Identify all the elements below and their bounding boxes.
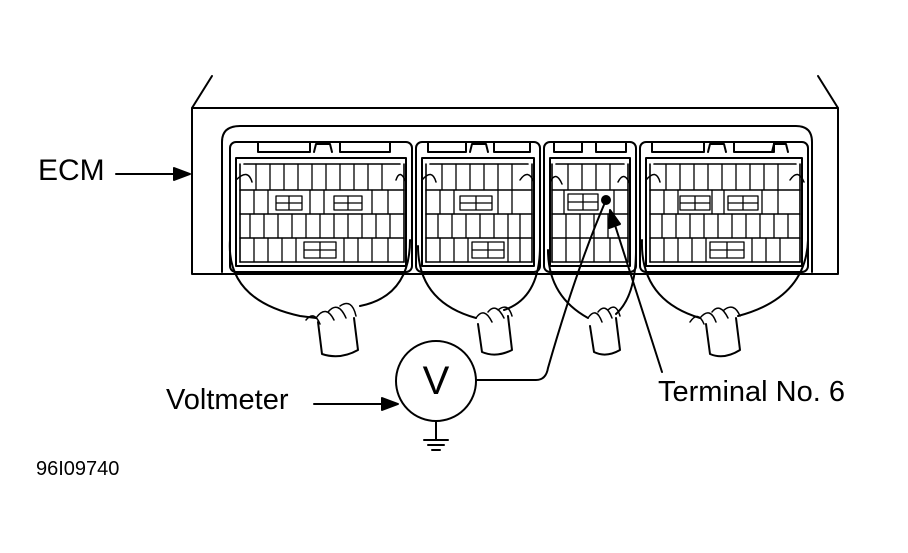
ecm-pointer-arrow bbox=[115, 167, 191, 181]
terminal-pointer-arrow bbox=[608, 209, 663, 373]
voltmeter-label: Voltmeter bbox=[166, 384, 289, 416]
terminal-label: Terminal No. 6 bbox=[658, 376, 845, 408]
connector-4 bbox=[639, 141, 809, 273]
wire-harness-1 bbox=[228, 239, 411, 358]
connector-2 bbox=[415, 141, 541, 273]
figure-code: 96I09740 bbox=[36, 458, 120, 480]
ecm-label: ECM bbox=[38, 154, 105, 187]
wire-harness-2 bbox=[417, 245, 541, 356]
voltmeter-pointer-arrow bbox=[313, 397, 399, 411]
ecm-housing bbox=[191, 75, 839, 275]
connector-1 bbox=[229, 141, 413, 273]
probe-lead bbox=[475, 195, 611, 381]
connector-3 bbox=[543, 141, 637, 273]
wire-harness-4 bbox=[640, 239, 809, 358]
voltmeter-symbol-letter: V bbox=[422, 359, 450, 403]
ground-icon bbox=[423, 420, 449, 451]
wire-harness-3 bbox=[547, 249, 637, 356]
